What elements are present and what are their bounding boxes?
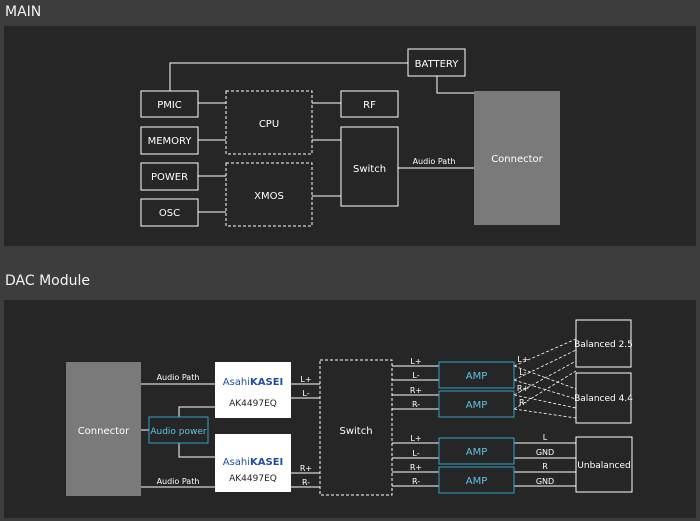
unbal-r-label: R <box>542 462 548 471</box>
unbal-gnd-label-2: GND <box>536 477 554 486</box>
sw-label-lminus-2: L- <box>412 449 419 458</box>
sw-label-rplus-1: R+ <box>410 386 422 395</box>
dac-chip-1-brand-prefix: Asahi <box>223 377 250 388</box>
balanced-25-block <box>575 319 632 368</box>
balanced-44-block <box>575 372 632 424</box>
osc-block <box>140 198 199 227</box>
main-diagram <box>169 62 474 213</box>
memory-label: MEMORY <box>148 136 193 147</box>
dac-chip-1 <box>215 362 291 418</box>
xmos-label: XMOS <box>254 191 284 202</box>
cpu-label: CPU <box>259 119 279 130</box>
unbal-gnd-label-1: GND <box>536 448 554 457</box>
sw-label-rplus-2: R+ <box>410 463 422 472</box>
amp-out-rplus: R+ <box>517 384 529 393</box>
battery-block <box>407 48 466 77</box>
dac1-lminus-label: L- <box>302 389 309 398</box>
sw-label-rminus-2: R- <box>412 477 420 486</box>
memory-block <box>140 126 199 155</box>
dac-wires <box>141 365 576 488</box>
amp-3-label: AMP <box>466 447 488 458</box>
dac-chip-2 <box>215 434 291 492</box>
wire-audiopower-dac1 <box>178 406 215 417</box>
amp-out-lminus: L- <box>519 368 526 377</box>
dac2-rplus-label: R+ <box>300 464 312 473</box>
dac-audio-path-bottom: Audio Path <box>157 477 200 486</box>
dac-section-title: DAC Module <box>5 273 90 289</box>
unbalanced-block <box>575 436 633 493</box>
dac-connector-block <box>66 362 141 496</box>
dac-chip-1-model: AK4497EQ <box>229 399 277 409</box>
power-label: POWER <box>151 172 188 183</box>
cpu-block <box>225 90 313 155</box>
main-audio-path-label: Audio Path <box>413 157 456 166</box>
osc-label: OSC <box>159 208 180 219</box>
wire-battery-connector <box>436 76 474 94</box>
fan-1b <box>513 365 577 390</box>
pmic-label: PMIC <box>157 100 182 111</box>
dac-switch-block <box>319 359 393 496</box>
balanced-fanout <box>513 338 577 419</box>
amp-out-rminus: R- <box>519 398 527 407</box>
main-switch-label: Switch <box>353 164 386 175</box>
dac-chip-2-brand-prefix: Asahi <box>223 457 250 468</box>
amp-1-label: AMP <box>466 371 488 382</box>
dac-connector-label: Connector <box>78 426 130 437</box>
fan-3b <box>513 394 577 409</box>
unbalanced-label: Unbalanced <box>577 461 630 471</box>
main-connector-label: Connector <box>491 154 543 165</box>
xmos-block <box>225 162 313 227</box>
unbal-l-label: L <box>543 433 548 442</box>
wire-pmic-battery <box>169 62 408 91</box>
dac-chip-1-brand-suffix: KASEI <box>250 377 283 388</box>
main-section-title: MAIN <box>5 4 42 20</box>
amp-block-3 <box>438 437 515 465</box>
rf-block <box>340 90 399 118</box>
amp-out-lplus: L+ <box>517 355 528 364</box>
amp-block-4 <box>438 466 515 494</box>
dac-audio-path-top: Audio Path <box>157 373 200 382</box>
fan-2b <box>513 379 577 400</box>
amp-block-1 <box>438 361 515 389</box>
rf-label: RF <box>363 100 376 111</box>
sw-label-lminus-1: L- <box>412 371 419 380</box>
fan-4b <box>513 408 577 419</box>
main-switch-block <box>340 126 399 207</box>
amp-block-2 <box>438 390 515 418</box>
main-connector-block <box>474 91 560 225</box>
dac2-rminus-label: R- <box>302 478 310 487</box>
dac1-lplus-label: L+ <box>300 375 311 384</box>
fan-4a <box>513 370 577 410</box>
battery-label: BATTERY <box>415 59 460 70</box>
power-block <box>140 162 199 191</box>
pmic-block <box>140 90 199 118</box>
audio-power-block <box>148 416 209 444</box>
fan-3a <box>513 360 577 396</box>
fan-1a <box>513 338 577 367</box>
fan-2a <box>513 349 577 381</box>
amp-4-label: AMP <box>466 476 488 487</box>
dac-chip-2-model: AK4497EQ <box>229 474 277 484</box>
dac-chip-1-brand: AsahiKASEI <box>223 377 284 388</box>
amp-2-label: AMP <box>466 400 488 411</box>
wire-audiopower-dac2 <box>178 443 215 458</box>
dac-chip-2-brand-suffix: KASEI <box>250 457 283 468</box>
audio-power-label: Audio power <box>150 427 207 437</box>
balanced-25-label: Balanced 2.5 <box>574 340 633 350</box>
balanced-44-label: Balanced 4.4 <box>574 394 633 404</box>
sw-label-rminus-1: R- <box>412 400 420 409</box>
dac-chip-2-brand: AsahiKASEI <box>223 457 284 468</box>
dac-switch-label: Switch <box>339 426 372 437</box>
sw-label-lplus-1: L+ <box>410 357 421 366</box>
sw-label-lplus-2: L+ <box>410 434 421 443</box>
